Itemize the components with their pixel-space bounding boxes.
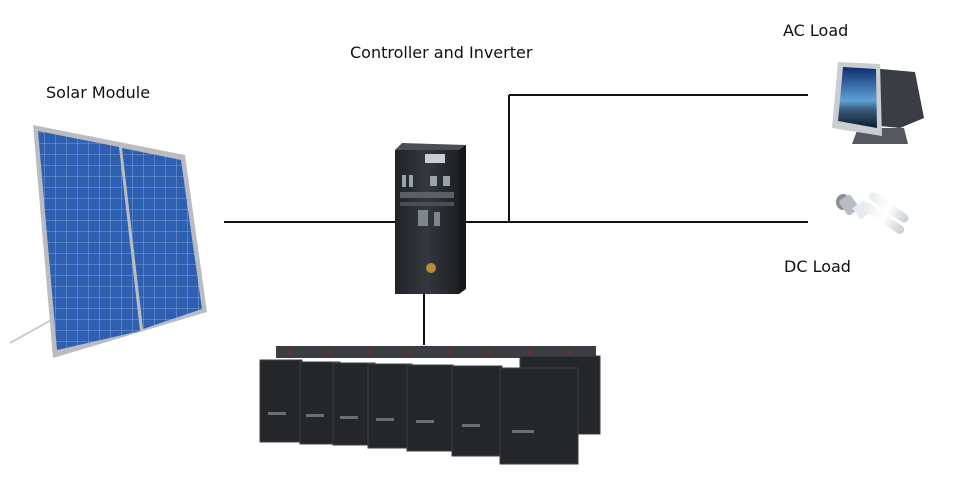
ac-load-label: AC Load — [783, 21, 849, 40]
solar-module-label: Solar Module — [46, 83, 151, 102]
controller-inverter-label: Controller and Inverter — [350, 43, 533, 62]
wiring — [224, 94, 808, 345]
controller-cabinet-icon — [395, 143, 466, 294]
dc-load-label: DC Load — [784, 257, 851, 276]
light-bulb-icon — [836, 192, 909, 235]
battery-bank-icon — [259, 346, 601, 465]
monitor-icon — [832, 62, 924, 144]
solar-panel-icon — [9, 125, 207, 358]
